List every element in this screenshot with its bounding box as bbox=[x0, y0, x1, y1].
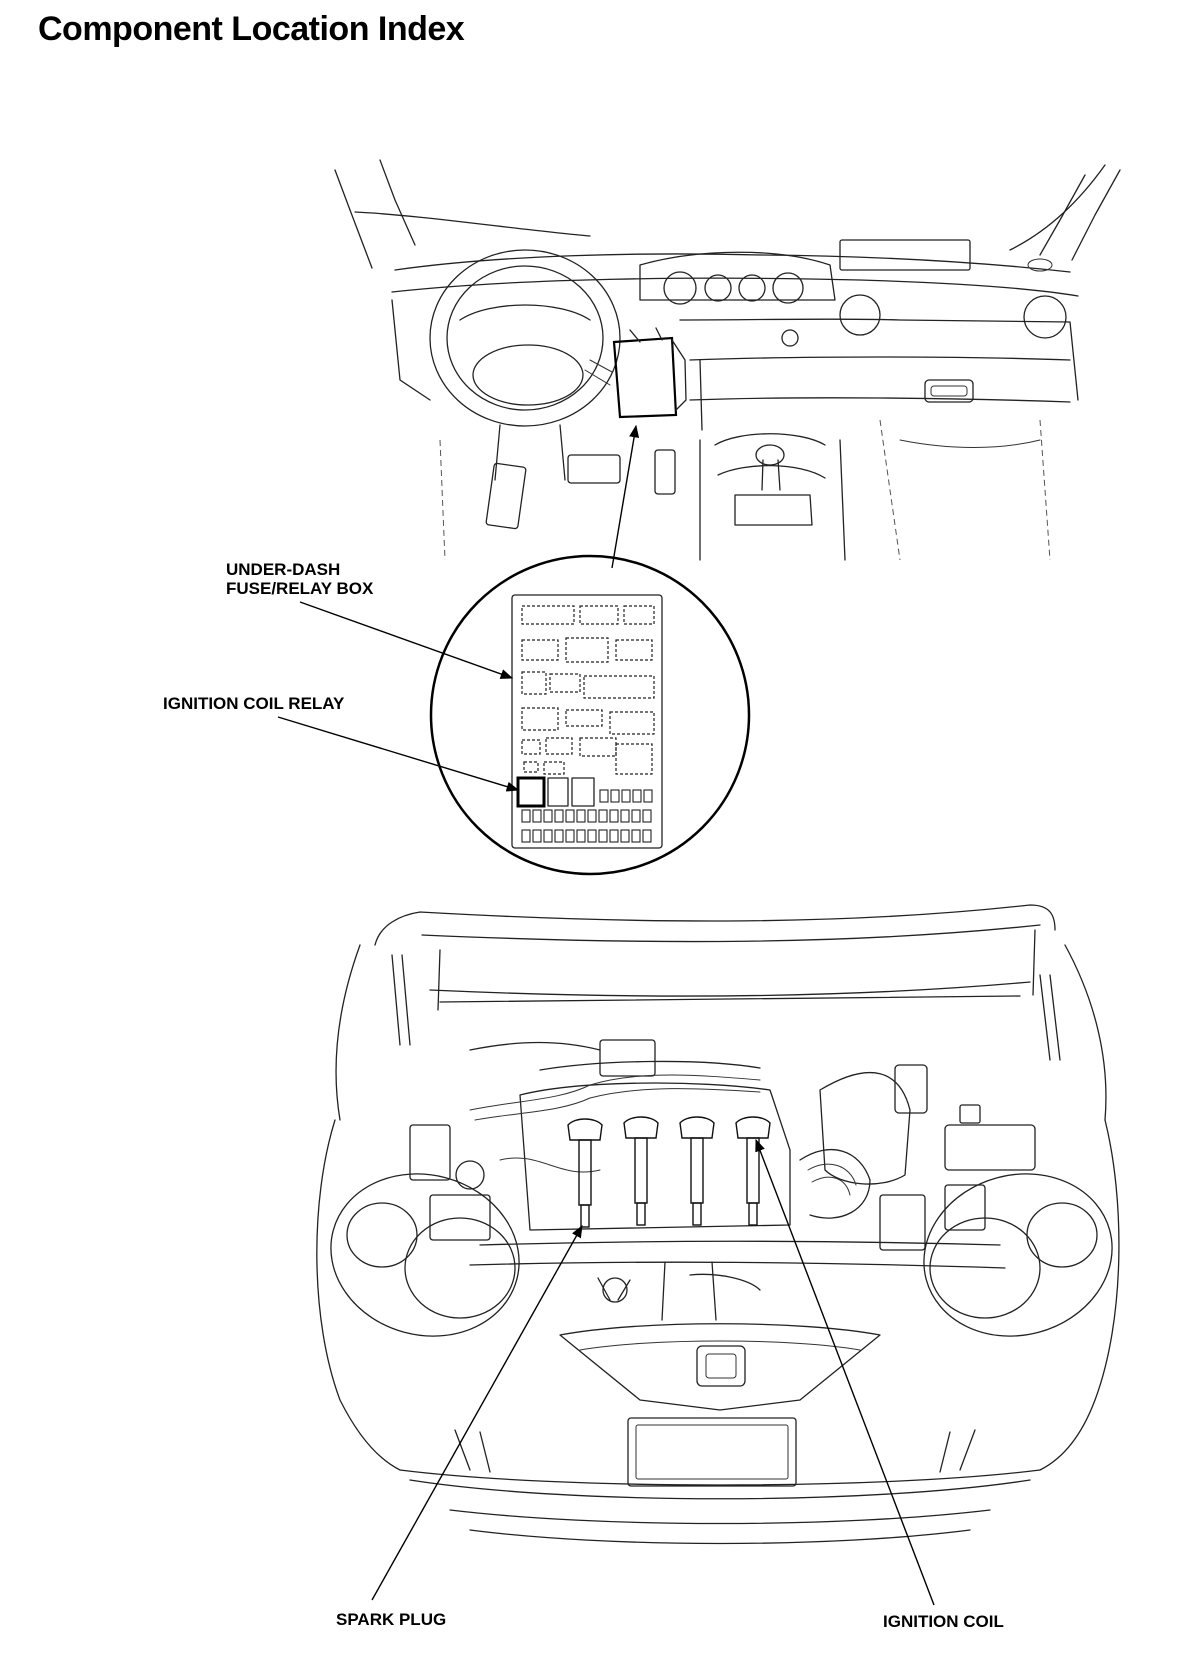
leader-spark-plug bbox=[371, 1224, 583, 1601]
leader-under-dash-fuse-relay-box bbox=[299, 601, 514, 679]
leader-ignition-coil bbox=[755, 1138, 935, 1606]
label-ignition-coil-relay: IGNITION COIL RELAY bbox=[163, 694, 345, 713]
label-ignition-coil: IGNITION COIL bbox=[883, 1612, 1004, 1631]
leader-ignition-coil-relay bbox=[277, 716, 520, 792]
dashboard-illustration bbox=[334, 159, 1121, 561]
ignition-coils-group bbox=[567, 1116, 771, 1228]
leader-fuse-box-location bbox=[611, 424, 640, 569]
fuse-relay-box-detail bbox=[429, 554, 751, 876]
label-under-dash-line2: FUSE/RELAY BOX bbox=[226, 579, 374, 598]
page-title: Component Location Index bbox=[38, 10, 465, 48]
engine-bay-illustration bbox=[316, 904, 1120, 1545]
label-spark-plug: SPARK PLUG bbox=[336, 1610, 447, 1629]
label-under-dash-line1: UNDER-DASH bbox=[226, 560, 341, 579]
label-under-dash-fuse-relay-box: UNDER-DASH FUSE/RELAY BOX bbox=[226, 560, 373, 598]
